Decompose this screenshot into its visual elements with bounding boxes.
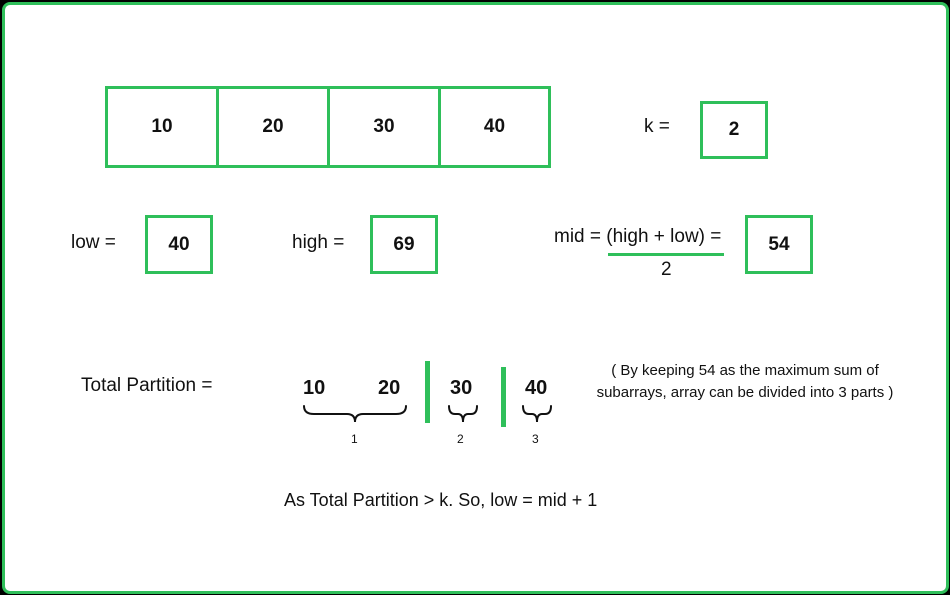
partition-note: ( By keeping 54 as the maximum sum of su… [596, 362, 894, 401]
conclusion-text: As Total Partition > k. So, low = mid + … [284, 490, 598, 510]
partition-2-brace [448, 405, 478, 423]
array-cell-1: 10 [105, 86, 219, 168]
low-value-box: 40 [145, 215, 213, 274]
partition-2-value-1: 30 [450, 377, 473, 399]
partition-divider-1 [425, 361, 430, 423]
array-cell-4: 40 [438, 86, 551, 168]
mid-formula-denominator: 2 [661, 259, 672, 280]
partition-3-value-1: 40 [525, 377, 548, 399]
partition-2-index: 2 [457, 432, 464, 446]
mid-fraction-line [608, 253, 724, 256]
array-cell-3: 30 [327, 86, 441, 168]
low-label: low = [71, 232, 116, 253]
array-cell-2: 20 [216, 86, 330, 168]
partition-1-value-2: 20 [378, 377, 401, 399]
total-partition-label: Total Partition = [81, 375, 213, 396]
mid-value-box: 54 [745, 215, 813, 274]
partition-divider-2 [501, 367, 506, 427]
partition-3-brace [522, 405, 552, 423]
k-label: k = [644, 116, 670, 137]
mid-formula-numerator: mid = (high + low) = [554, 226, 722, 247]
k-value-box: 2 [700, 101, 768, 159]
partition-1-brace [303, 405, 407, 423]
partition-3-index: 3 [532, 432, 539, 446]
partition-1-value-1: 10 [303, 377, 326, 399]
high-value-box: 69 [370, 215, 438, 274]
partition-1-index: 1 [351, 432, 358, 446]
high-label: high = [292, 232, 345, 253]
